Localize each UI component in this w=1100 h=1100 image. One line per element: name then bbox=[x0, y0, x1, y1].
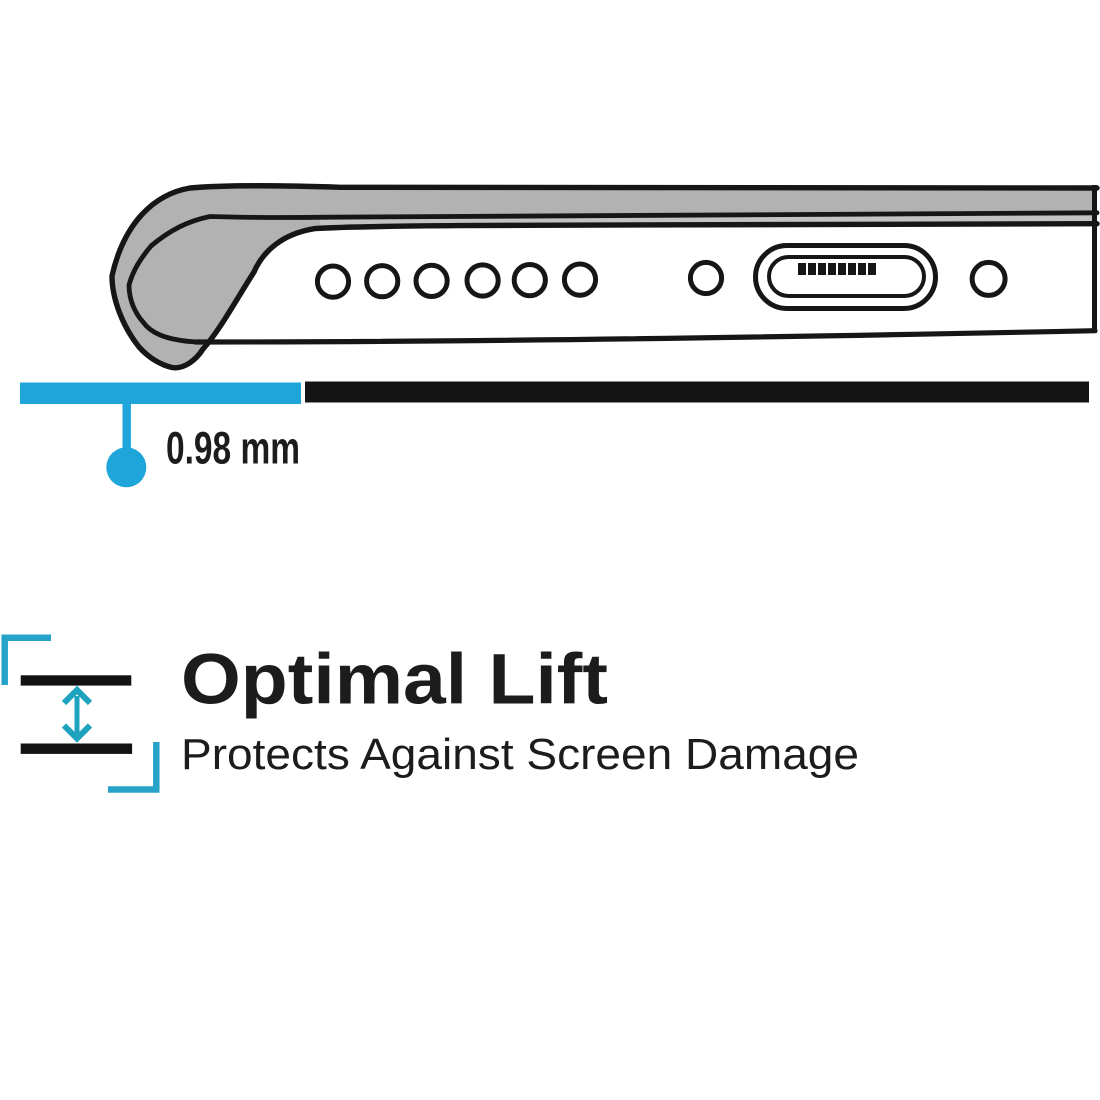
svg-text:Optimal Lift: Optimal Lift bbox=[181, 641, 608, 720]
svg-text:Protects Against Screen Damage: Protects Against Screen Damage bbox=[181, 730, 859, 779]
svg-text:0.98 mm: 0.98 mm bbox=[166, 423, 300, 474]
